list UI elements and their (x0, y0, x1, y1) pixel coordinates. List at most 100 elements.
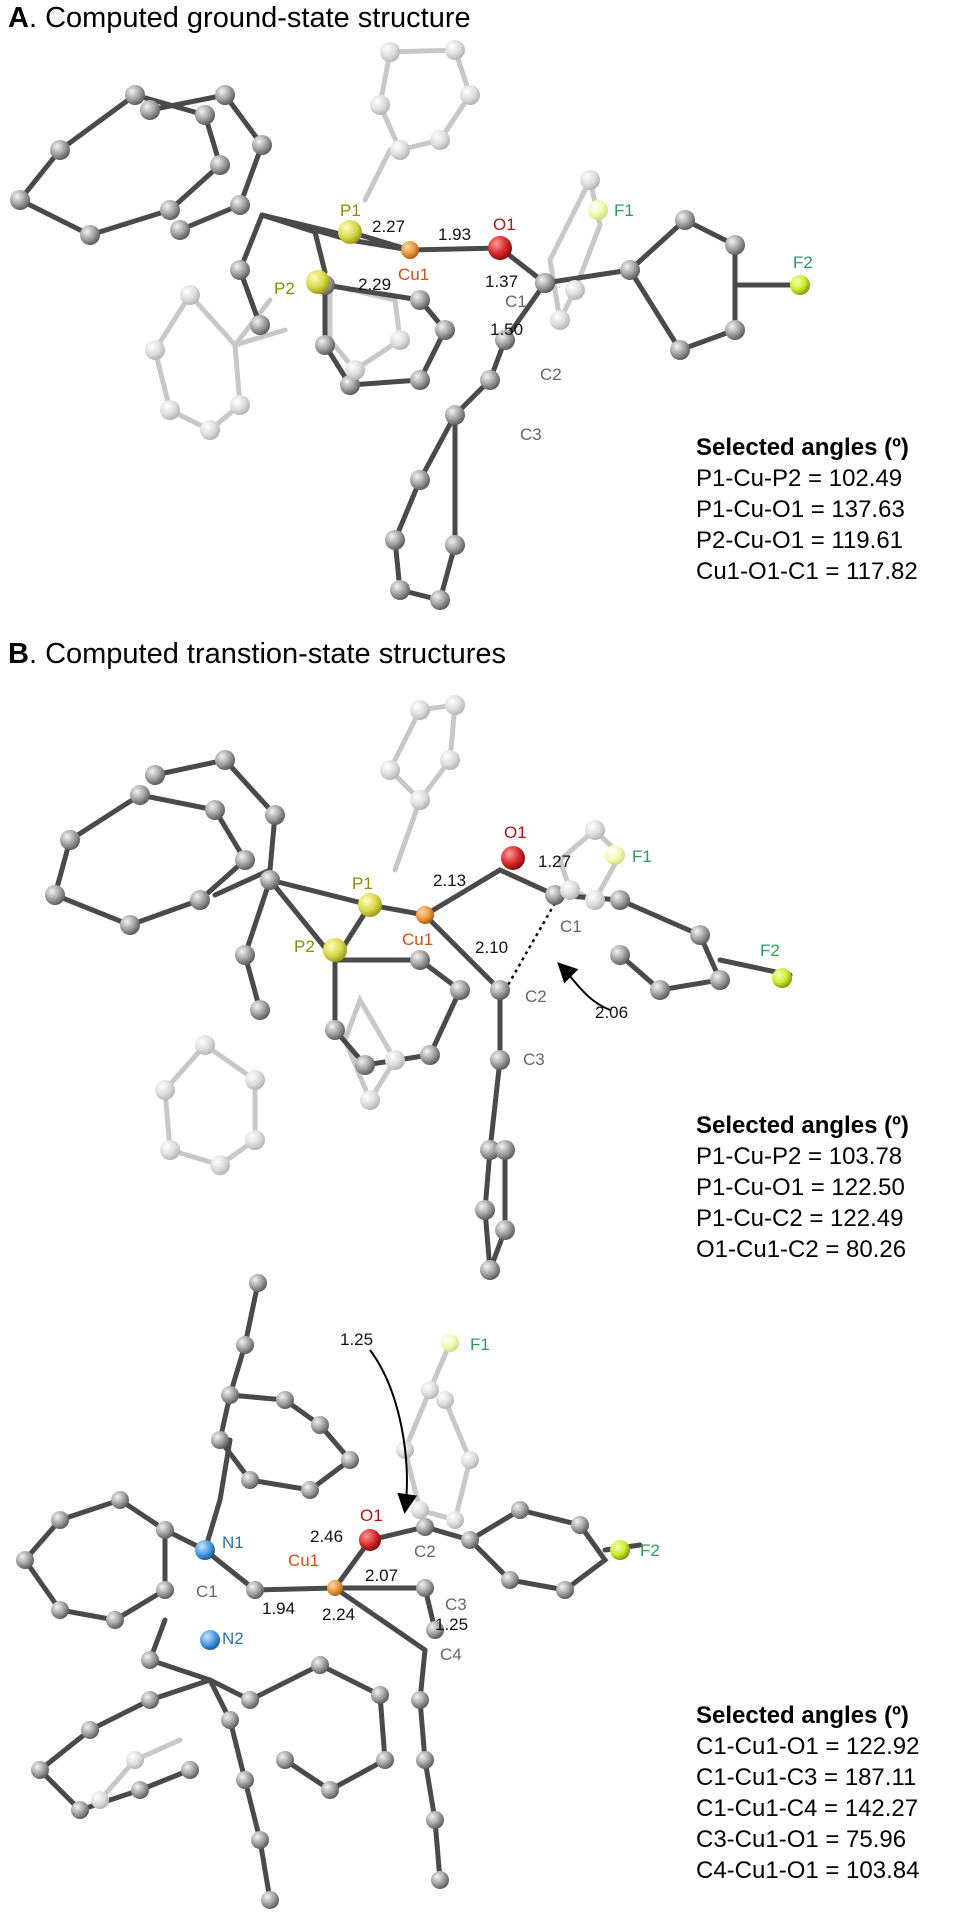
ts2-o-atom (359, 1529, 381, 1551)
ts2-cu-atom (327, 1580, 343, 1596)
a-label-p2: P2 (274, 279, 295, 298)
panel-b-heading: B. Computed transtion-state structures (8, 638, 506, 671)
ts2-label-c2: C2 (414, 1542, 436, 1561)
ts2-angles: Selected angles (º) C1-Cu1-O1 = 122.92 C… (696, 1700, 919, 1886)
panel-a-heading: A. Computed ground-state structure (8, 2, 471, 35)
ts1-label-f2: F2 (760, 941, 780, 960)
panel-a-f2-atom (790, 275, 810, 295)
ts1-angles: Selected angles (º) P1-Cu-P2 = 103.78 P1… (696, 1110, 909, 1265)
panel-a-cu-atom (401, 241, 419, 259)
panel-a-molecule: P1 P2 Cu1 O1 C1 C2 C3 F1 F2 2.27 2.29 1.… (10, 40, 813, 610)
ts1-p2-atom (323, 938, 347, 962)
ts2-label-f2: F2 (640, 1541, 660, 1560)
panel-b-ts2-molecule: N1 N2 C1 Cu1 O1 C2 C3 C4 F1 F2 1.25 2.46… (16, 1274, 660, 1909)
panel-b-letter: B (8, 638, 29, 670)
ts2-angle: C1-Cu1-C3 = 187.11 (696, 1764, 917, 1791)
ts1-f2-atom (772, 968, 792, 988)
ts2-angle: C4-Cu1-O1 = 103.84 (696, 1857, 920, 1884)
ts1-angle: P1-Cu-O1 = 122.50 (696, 1174, 905, 1201)
panel-a-f1-atom (588, 200, 608, 220)
ts2-label-c3: C3 (445, 1595, 467, 1614)
panel-a-o-atom (488, 236, 512, 260)
ts2-angle: C3-Cu1-O1 = 75.96 (696, 1826, 907, 1853)
panel-a-angles: Selected angles (º) P1-Cu-P2 = 102.49 P1… (696, 432, 918, 587)
ts2-n1-atom (195, 1540, 215, 1560)
ts1-distance-arrow (557, 962, 611, 1011)
panel-a-angle: P2-Cu-O1 = 119.61 (696, 527, 904, 554)
ts2-distance-arrow (369, 1349, 418, 1514)
a-label-p1: P1 (340, 201, 361, 220)
ts2-dist-cuc4: 2.24 (322, 1605, 355, 1624)
ts1-label-p2: P2 (294, 937, 315, 956)
a-label-cu1: Cu1 (398, 265, 429, 284)
ts2-labels: N1 N2 C1 Cu1 O1 C2 C3 C4 F1 F2 1.25 2.46… (196, 1330, 660, 1664)
ts1-dist-cuc2: 2.10 (475, 938, 508, 957)
ts1-forming-bond (506, 902, 557, 986)
ts1-angle: P1-Cu-P2 = 103.78 (696, 1143, 903, 1170)
ts1-f1-atom (605, 845, 625, 865)
ts1-label-c2: C2 (525, 987, 547, 1006)
ts1-p1-atom (358, 893, 382, 917)
ts1-label-cu1: Cu1 (402, 930, 433, 949)
a-dist-c1c2: 1.50 (490, 320, 523, 339)
ts1-labels: P1 P2 Cu1 O1 C1 C2 C3 F1 F2 2.13 1.27 2.… (294, 823, 780, 1069)
ts2-label-f1: F1 (470, 1335, 490, 1354)
ts2-f2-atom (610, 1540, 630, 1560)
a-dist-cuo: 1.93 (438, 225, 471, 244)
ts1-light-atoms (155, 695, 605, 1175)
panel-a-angle: P1-Cu-O1 = 137.63 (696, 496, 905, 523)
ts2-label-c4: C4 (440, 1645, 462, 1664)
a-label-c1: C1 (505, 292, 527, 311)
ts1-label-c3: C3 (523, 1050, 545, 1069)
ts2-back-bonds (97, 1340, 473, 1803)
panel-a-carbon-atoms (10, 85, 745, 610)
ts2-angles-title: Selected angles (º) (696, 1702, 909, 1729)
panel-a-title: . Computed ground-state structure (28, 2, 471, 34)
ts2-dist-oc2: 1.25 (340, 1330, 373, 1349)
ts2-dist-cuo: 2.46 (310, 1527, 343, 1546)
panel-a-angle: Cu1-O1-C1 = 117.82 (696, 558, 918, 585)
ts1-label-o1: O1 (504, 823, 527, 842)
ts1-dist-oc1: 1.27 (538, 852, 571, 871)
ts2-carbon-atoms (16, 1274, 589, 1909)
ts1-dist-c1c2: 2.06 (595, 1003, 628, 1022)
ts1-carbon-atoms (45, 750, 730, 1280)
panel-a-p1-atom (338, 220, 362, 244)
ts2-dist-cuc3: 2.07 (365, 1566, 398, 1585)
a-label-f1: F1 (614, 201, 634, 220)
panel-b-title: . Computed transtion-state structures (28, 638, 507, 670)
ts2-f1-atom (441, 1334, 459, 1352)
a-label-o1: O1 (493, 215, 516, 234)
ts2-label-n2: N2 (222, 1629, 244, 1648)
panel-a-light-atoms (145, 40, 600, 440)
ts1-label-c1: C1 (560, 917, 582, 936)
ts1-cu-atom (416, 906, 434, 924)
ts1-front-bonds (52, 757, 793, 1271)
panel-a-letter: A (8, 2, 29, 34)
a-label-c3: C3 (520, 425, 542, 444)
ts2-angle: C1-Cu1-C4 = 142.27 (696, 1795, 919, 1822)
a-dist-oc1: 1.37 (485, 272, 518, 291)
ts1-angle: O1-Cu1-C2 = 80.26 (696, 1236, 907, 1263)
ts2-label-n1: N1 (222, 1533, 244, 1552)
panel-b-ts1-molecule: P1 P2 Cu1 O1 C1 C2 C3 F1 F2 2.13 1.27 2.… (45, 695, 793, 1280)
ts2-angle: C1-Cu1-O1 = 122.92 (696, 1733, 920, 1760)
ts2-n2-atom (200, 1630, 220, 1650)
ts2-label-o1: O1 (360, 1506, 383, 1525)
ts1-angles-title: Selected angles (º) (696, 1112, 909, 1139)
ts1-dist-cuo: 2.13 (433, 871, 466, 890)
ts2-label-c1: C1 (196, 1582, 218, 1601)
ts2-dist-c3c4: 1.25 (435, 1615, 468, 1634)
panel-a-angle: P1-Cu-P2 = 102.49 (696, 465, 903, 492)
ts1-label-f1: F1 (632, 847, 652, 866)
ts2-dist-c1cu: 1.94 (262, 1599, 295, 1618)
panel-a-angles-title: Selected angles (º) (696, 434, 909, 461)
panel-a-p2-atom (306, 270, 330, 294)
panel-a-labels: P1 P2 Cu1 O1 C1 C2 C3 F1 F2 2.27 2.29 1.… (274, 201, 813, 444)
a-label-f2: F2 (793, 253, 813, 272)
ts1-o-atom (501, 846, 525, 870)
a-dist-p1cu: 2.27 (372, 217, 405, 236)
ts2-label-cu1: Cu1 (288, 1551, 319, 1570)
ts1-angle: P1-Cu-C2 = 122.49 (696, 1205, 904, 1232)
